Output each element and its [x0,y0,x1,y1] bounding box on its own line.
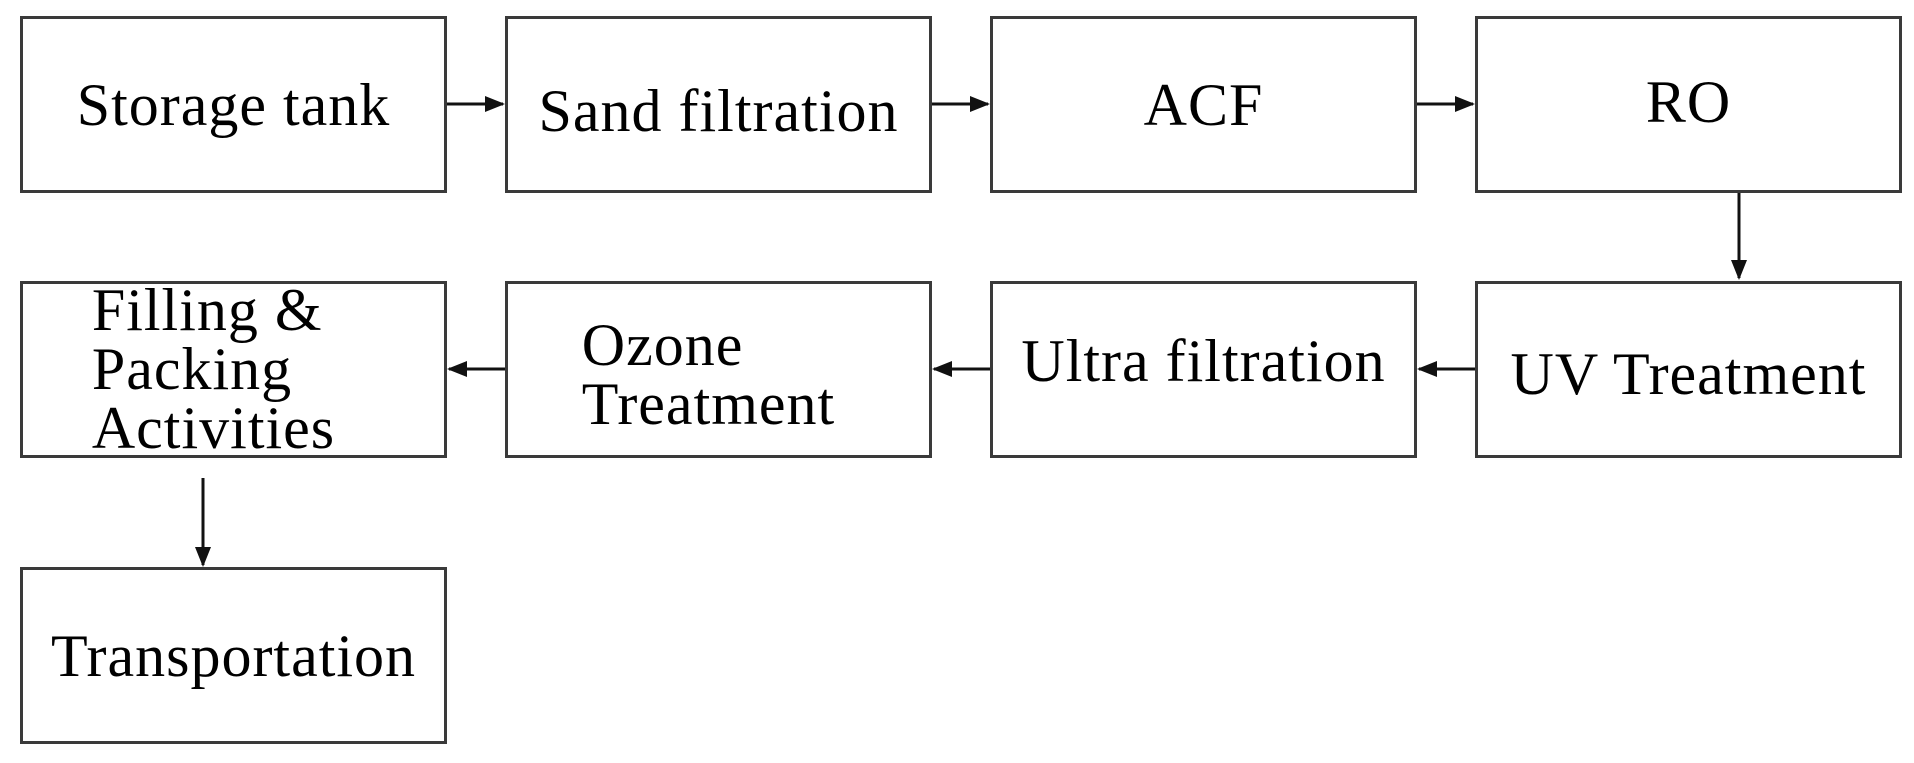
arrowhead-uv-to-ultra [1417,361,1437,377]
ozone-treatment-line-1: Ozone [581,311,744,378]
arrowhead-ro-to-uv [1731,260,1747,280]
arrowhead-acf-to-ro [1455,96,1475,112]
ozone-treatment-text: Ozone Treatment [581,311,836,437]
acf-label: ACF [1143,71,1264,138]
arrowhead-storage-to-sand [485,96,505,112]
uv-treatment-label: UV Treatment [1510,340,1867,407]
storage-tank-box: Storage tank [20,16,447,193]
filling-packing-line-3: Activities [91,394,336,461]
arrowhead-ultra-to-ozone [932,361,952,377]
ultra-filtration-label: Ultra filtration [1021,327,1386,394]
storage-tank-label: Storage tank [76,71,391,138]
arrowhead-sand-to-acf [970,96,990,112]
sand-filtration-box: Sand filtration [505,16,932,193]
ozone-treatment-box: Ozone Treatment [505,281,932,458]
filling-packing-text: Filling & Packing Activities [91,277,336,461]
filling-packing-line-1: Filling & [91,277,323,344]
transportation-box: Transportation [20,567,447,744]
uv-treatment-box: UV Treatment [1475,281,1902,458]
acf-box: ACF [990,16,1417,193]
sand-filtration-label: Sand filtration [538,77,899,144]
ro-box: RO [1475,16,1902,193]
ozone-treatment-line-2: Treatment [581,370,836,437]
arrowhead-filling-to-transport [195,547,211,567]
transportation-label: Transportation [50,622,417,689]
ultra-filtration-box: Ultra filtration [990,281,1417,458]
filling-packing-box: Filling & Packing Activities [20,277,447,461]
filling-packing-line-2: Packing [91,336,293,403]
ro-label: RO [1645,68,1732,135]
arrowhead-ozone-to-filling [447,361,467,377]
